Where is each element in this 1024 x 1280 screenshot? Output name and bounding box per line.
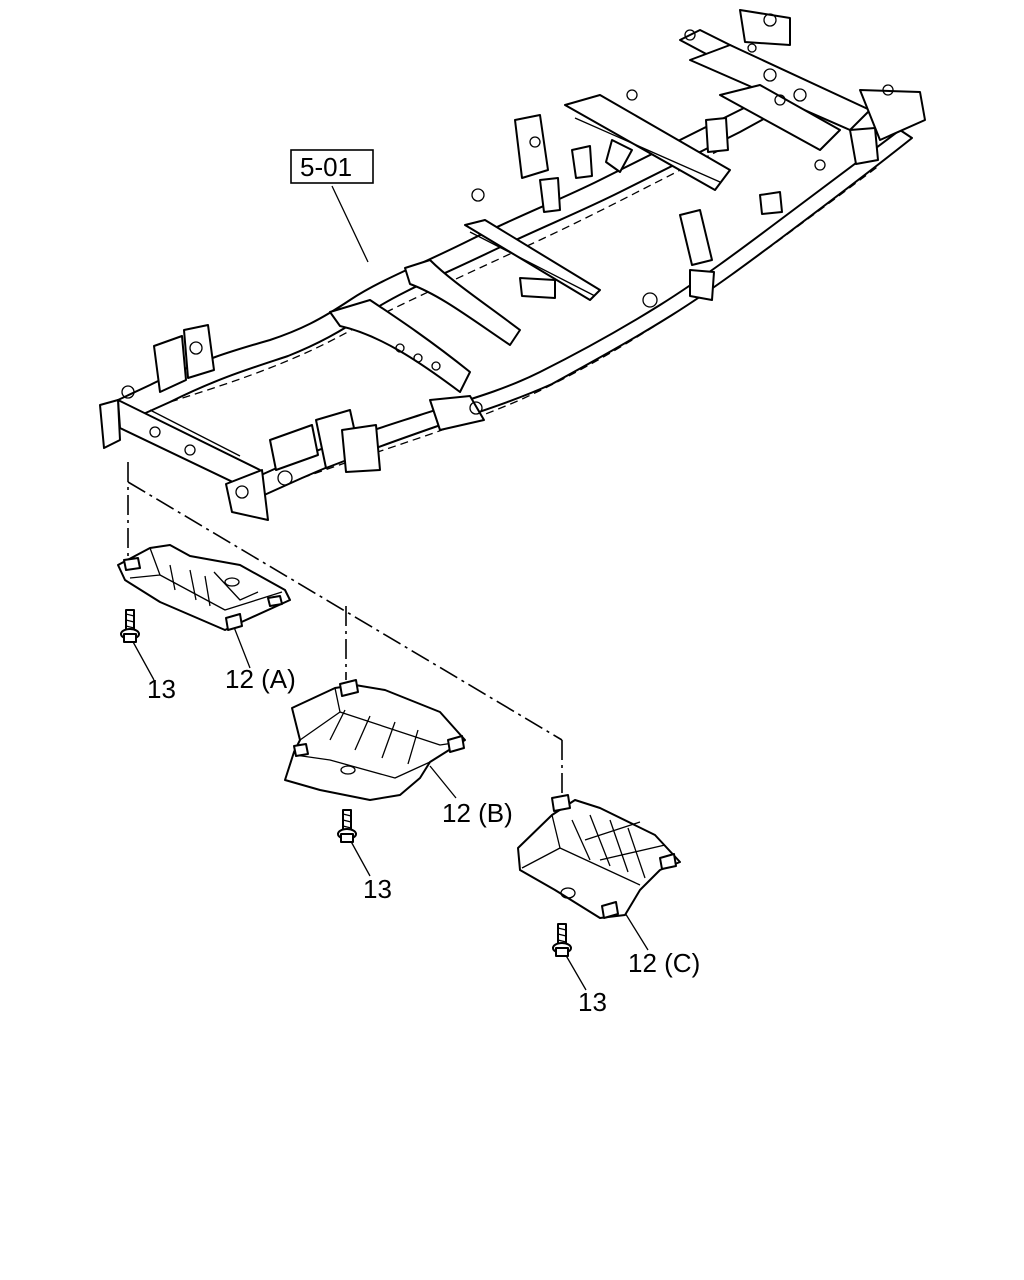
- bolt-a-label: 13: [147, 674, 176, 704]
- assembly-lines: [127, 185, 649, 991]
- bolt-a: [120, 609, 140, 643]
- frame-ref-box: [290, 149, 374, 184]
- frame-ref-label: 5-01: [300, 152, 352, 182]
- bolt-b: [337, 809, 357, 843]
- leader-plate-a: [231, 621, 251, 669]
- bolt-c: [552, 923, 572, 957]
- chassis-frame: [99, 9, 926, 521]
- bolt-c-label: 13: [578, 987, 607, 1017]
- leader-bolt-a: [131, 639, 155, 681]
- leader-plate-c: [621, 907, 649, 951]
- leader-bolt-c: [563, 951, 587, 991]
- leader-frame-ref: [331, 185, 369, 263]
- skid-plate-c: [517, 794, 681, 919]
- bolt-b-label: 13: [363, 874, 392, 904]
- plate-a-label: 12 (A): [225, 664, 296, 694]
- plate-b-label: 12 (B): [442, 798, 513, 828]
- skid-plate-b: [284, 679, 466, 801]
- skid-plate-a: [117, 544, 291, 631]
- dash-line-diagonal: [127, 481, 563, 741]
- leader-plate-b: [429, 765, 457, 799]
- plate-c-label: 12 (C): [628, 948, 700, 978]
